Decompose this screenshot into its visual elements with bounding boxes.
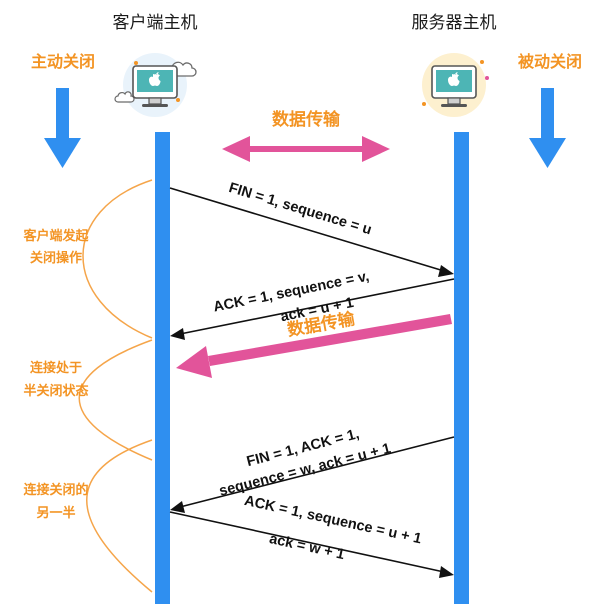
phase-brace-2 bbox=[78, 339, 153, 461]
phase-2-line-2: 半关闭状态 bbox=[23, 383, 88, 399]
phase-brace-1 bbox=[82, 179, 153, 339]
server-down-arrow bbox=[529, 88, 566, 168]
phase-brace-3 bbox=[86, 439, 153, 593]
client-timeline bbox=[155, 132, 170, 604]
client-host-title: 客户端主机 bbox=[113, 13, 198, 33]
server-timeline bbox=[454, 132, 469, 604]
client-down-arrow bbox=[44, 88, 81, 168]
monitor-cloud-icon bbox=[114, 53, 197, 117]
fin-message-label: FIN = 1, sequence = u bbox=[227, 180, 374, 238]
monitor-sun-icon bbox=[422, 53, 489, 117]
phase-3-line-1: 连接关闭的 bbox=[23, 482, 88, 498]
data-transfer-double-arrow bbox=[222, 136, 390, 162]
data-transfer-label-top: 数据传输 bbox=[272, 109, 341, 130]
half-close-data-arrow bbox=[176, 314, 452, 378]
fin-arrow-1 bbox=[169, 187, 454, 277]
fin-ack-arrow bbox=[170, 436, 455, 513]
server-host-title: 服务器主机 bbox=[412, 13, 497, 33]
final-ack-message-label-2: ack = w + 1 bbox=[268, 531, 346, 563]
ack-arrow-1 bbox=[170, 278, 455, 340]
phase-1-line-1: 客户端发起 bbox=[23, 228, 89, 244]
phase-3-line-2: 另一半 bbox=[36, 505, 75, 521]
ack-arrow-2 bbox=[169, 511, 454, 578]
active-close-label: 主动关闭 bbox=[31, 52, 95, 71]
phase-2-line-1: 连接处于 bbox=[30, 360, 82, 376]
phase-1-line-2: 关闭操作 bbox=[30, 250, 82, 266]
passive-close-label: 被动关闭 bbox=[518, 52, 582, 71]
